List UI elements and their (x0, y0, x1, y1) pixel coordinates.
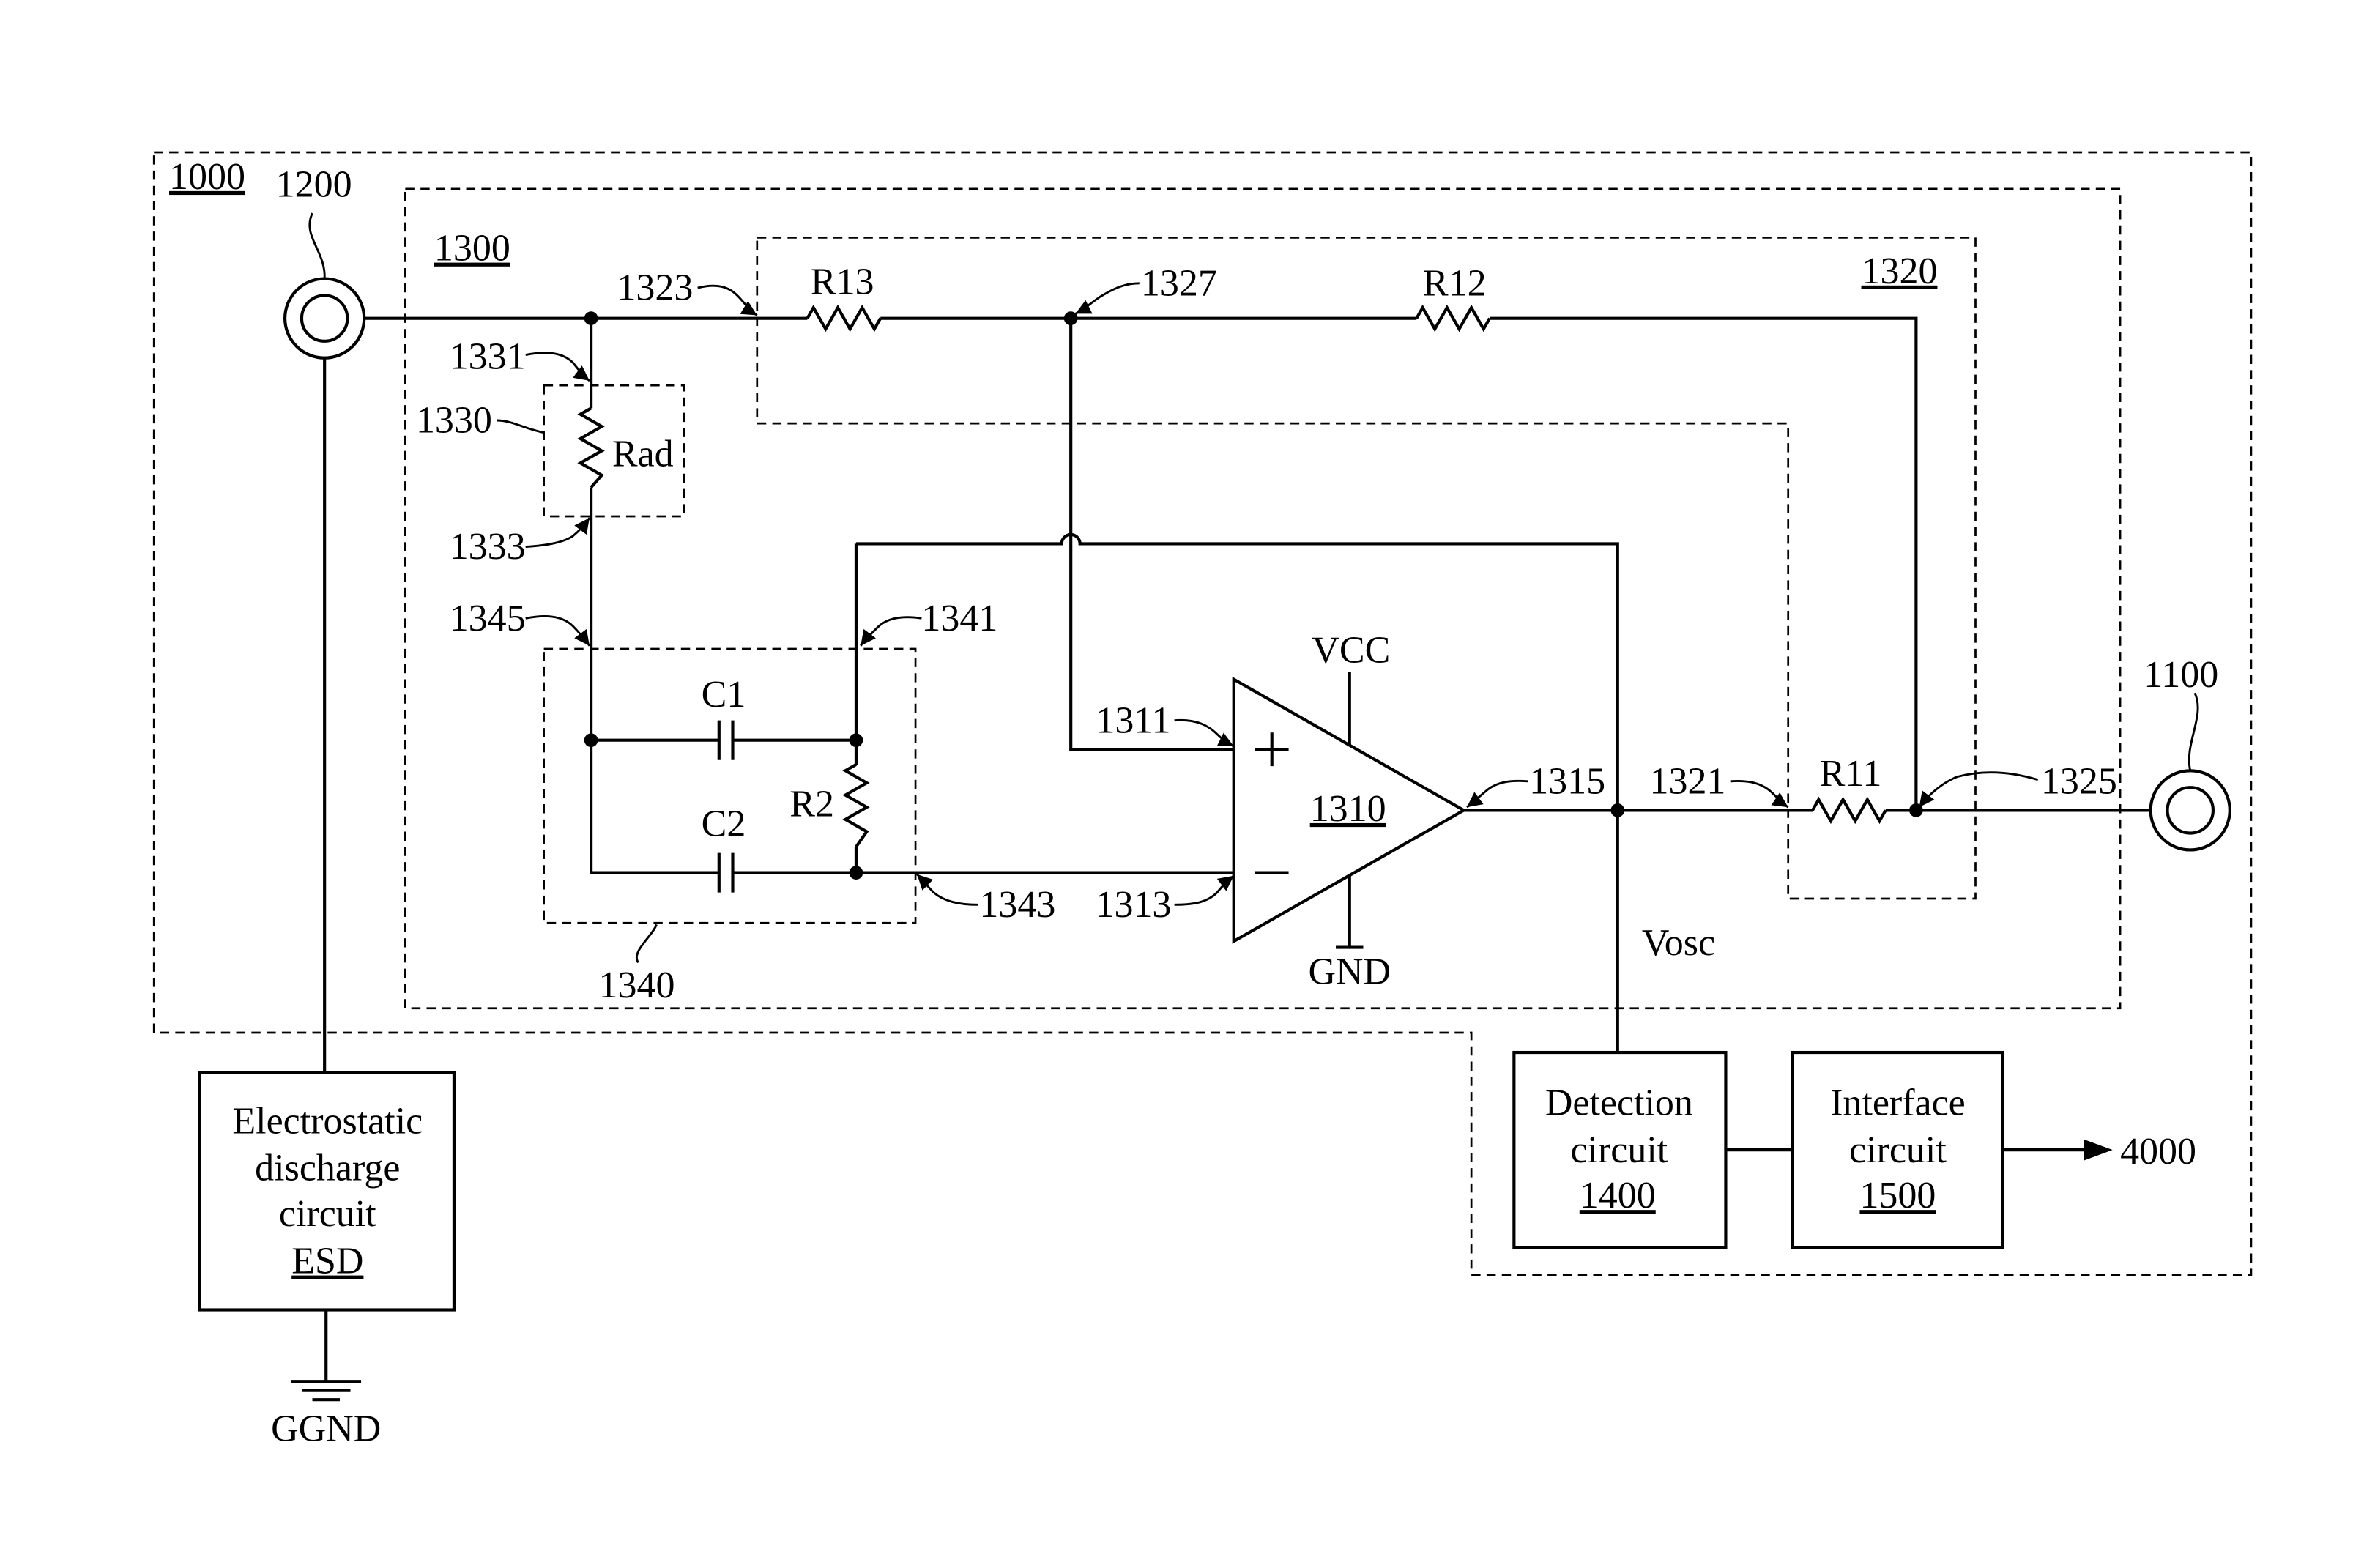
connector-1200-icon (285, 279, 364, 358)
wire-left-vertical (591, 319, 719, 873)
label-1313: 1313 (1095, 884, 1171, 926)
leader-1100 (2189, 693, 2198, 770)
junction-dot (584, 311, 598, 325)
label-1340: 1340 (599, 965, 675, 1006)
junction-dot (584, 733, 598, 747)
esd-line3: circuit (279, 1193, 376, 1235)
leader-1333 (526, 518, 590, 547)
label-ggnd: GGND (271, 1408, 381, 1449)
label-vosc: Vosc (1642, 922, 1715, 964)
leader-1323 (698, 286, 757, 315)
label-1320: 1320 (1862, 250, 1938, 292)
leader-1315 (1467, 781, 1528, 807)
leader-1327 (1075, 283, 1139, 314)
wire-plus-input (1071, 319, 1234, 750)
boundary-1300 (405, 189, 2120, 1008)
label-1315: 1315 (1529, 760, 1605, 802)
detection-line1: Detection (1545, 1082, 1693, 1123)
capacitor-c2-icon (719, 853, 733, 893)
resistor-rad-icon (581, 408, 602, 487)
label-1000: 1000 (169, 156, 245, 198)
leader-1340 (636, 924, 656, 962)
leader-1331 (526, 353, 590, 381)
interface-line1: Interface (1830, 1082, 1966, 1123)
leader-1325 (1919, 773, 2038, 807)
esd-line2: discharge (255, 1148, 400, 1189)
label-1323: 1323 (617, 267, 693, 309)
label-r13: R13 (811, 261, 874, 302)
junction-dot (1610, 803, 1624, 817)
leader-1311 (1175, 720, 1234, 746)
esd-ref: ESD (291, 1241, 363, 1282)
leader-1343 (917, 874, 978, 905)
connector-1100-icon (2151, 770, 2230, 850)
label-r12: R12 (1423, 262, 1487, 304)
label-c2: C2 (702, 803, 746, 845)
label-r2: R2 (789, 784, 834, 825)
interface-ref: 1500 (1859, 1175, 1936, 1216)
label-1327: 1327 (1141, 262, 1217, 304)
label-1330: 1330 (416, 400, 492, 442)
label-c1: C1 (702, 674, 746, 716)
label-1321: 1321 (1649, 760, 1725, 802)
junction-dot (850, 733, 863, 747)
label-4000: 4000 (2120, 1131, 2196, 1173)
label-1341: 1341 (921, 598, 997, 639)
label-1200: 1200 (276, 163, 352, 205)
leader-1200 (310, 213, 324, 278)
label-1325: 1325 (2041, 760, 2117, 802)
resistor-r13-icon (807, 308, 880, 329)
capacitor-c1-icon (719, 721, 733, 760)
label-gnd: GND (1308, 951, 1391, 992)
leader-1341 (861, 617, 921, 646)
leader-1313 (1175, 876, 1234, 905)
interface-line2: circuit (1849, 1129, 1947, 1171)
detection-line2: circuit (1570, 1129, 1668, 1171)
label-r11: R11 (1820, 753, 1882, 795)
label-1300: 1300 (434, 228, 510, 270)
label-1311: 1311 (1096, 699, 1170, 741)
leader-1330 (497, 420, 543, 433)
leader-1321 (1731, 781, 1788, 807)
label-1333: 1333 (450, 526, 526, 568)
label-1345: 1345 (450, 598, 526, 639)
arrow-to-4000-icon (2084, 1140, 2113, 1161)
leader-1345 (526, 616, 590, 645)
label-1100: 1100 (2144, 654, 2218, 696)
ground-icon (291, 1381, 361, 1400)
label-1310: 1310 (1310, 788, 1386, 830)
esd-line1: Electrostatic (232, 1100, 423, 1142)
plus-sign-icon (1255, 732, 1289, 766)
label-vcc: VCC (1312, 630, 1390, 672)
detection-ref: 1400 (1580, 1175, 1656, 1216)
label-rad: Rad (612, 433, 674, 475)
resistor-r11-icon (1813, 800, 1886, 821)
label-1331: 1331 (450, 335, 526, 377)
resistor-r2-icon (845, 765, 866, 847)
label-1343: 1343 (979, 884, 1055, 926)
resistor-r12-icon (1416, 308, 1490, 329)
gnd-supply-line (1336, 876, 1363, 948)
junction-dot (850, 866, 863, 880)
